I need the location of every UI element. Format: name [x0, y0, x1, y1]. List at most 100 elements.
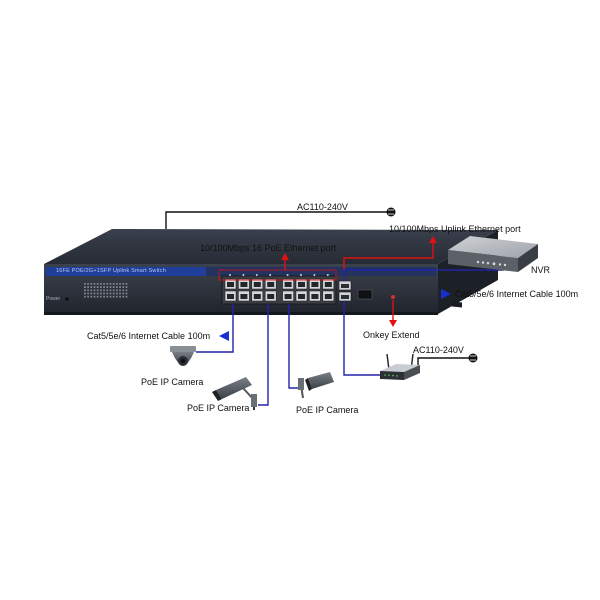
vent-hole: [103, 286, 105, 288]
vent-hole: [122, 286, 125, 288]
dome-camera: [170, 346, 196, 366]
vent-hole: [100, 289, 102, 292]
rj45-port-socket: [284, 294, 292, 299]
vent-hole: [96, 286, 99, 288]
vent-hole: [122, 295, 125, 298]
camera-bullet-2-label: PoE IP Camera: [296, 405, 359, 415]
vent-hole: [103, 292, 105, 295]
switch-panel-strip: [46, 267, 206, 276]
vent-hole: [93, 289, 96, 292]
vent-hole: [93, 286, 96, 288]
vent-hole: [109, 295, 112, 298]
vent-hole: [122, 283, 125, 285]
power-plug-icon: [386, 207, 396, 217]
vent-hole: [106, 295, 109, 298]
camera-bullet-1-label: PoE IP Camera: [187, 403, 250, 413]
cable-right-arrow-icon: [441, 289, 451, 299]
rj45-port-socket: [324, 294, 332, 299]
vent-hole: [84, 295, 86, 298]
vent-hole: [116, 292, 118, 295]
rj45-port-socket: [253, 294, 261, 299]
rj45-port-socket: [227, 282, 234, 287]
rj45-port-socket: [311, 282, 319, 287]
vent-hole: [93, 283, 96, 285]
onkey-label: Onkey Extend: [363, 330, 420, 340]
vent-hole: [116, 283, 118, 285]
vent-hole: [87, 289, 89, 292]
vent-hole: [84, 289, 86, 292]
rj45-ports: [224, 278, 335, 302]
port-leds: [229, 274, 329, 276]
vent-hole: [90, 289, 93, 292]
router-cable: [343, 301, 380, 376]
nvr-device: [448, 236, 538, 308]
rj45-port-socket: [324, 282, 332, 287]
vent-hole: [87, 295, 89, 298]
vent-hole: [84, 292, 86, 295]
vent-hole: [119, 295, 121, 298]
port-led: [255, 274, 258, 276]
poe-ports-highlight: [218, 269, 337, 281]
vent-hole: [119, 292, 121, 295]
vent-hole: [106, 292, 109, 295]
vent-hole: [109, 283, 112, 285]
vent-hole: [100, 286, 102, 288]
vent-hole: [90, 295, 93, 298]
ac-router-label: AC110-240V: [413, 345, 464, 355]
port-led: [269, 274, 272, 276]
uplink-port-label: 10/100Mbps Uplink Ethernet port: [389, 224, 521, 234]
vent-hole: [93, 292, 96, 295]
vent-hole: [106, 286, 109, 288]
sfp-slot: [357, 289, 373, 300]
vent-hole: [96, 295, 99, 298]
vent-hole: [84, 283, 86, 285]
nvr-buttons: [476, 260, 507, 267]
bullet-camera-1-cable: [258, 304, 269, 406]
ac-top-label: AC110-240V: [297, 202, 348, 212]
vent-hole: [100, 295, 102, 298]
vent-hole: [116, 295, 118, 298]
vent-hole: [122, 289, 125, 292]
wireless-router: [380, 353, 420, 380]
rj45-port-socket: [267, 282, 275, 287]
bullet-camera-2-cable: [288, 304, 299, 389]
nvr-label: NVR: [531, 265, 551, 275]
ac-power-cable: [165, 211, 388, 229]
port-led: [326, 274, 329, 276]
rj45-port-socket: [253, 282, 261, 287]
port-led: [300, 274, 302, 276]
vent-hole: [96, 289, 99, 292]
rj45-port-socket: [240, 294, 248, 299]
rj45-port-socket: [284, 282, 292, 287]
port-led: [242, 274, 245, 276]
vent-hole: [112, 289, 115, 292]
vent-hole: [125, 286, 128, 288]
vent-hole: [125, 289, 128, 292]
vent-hole: [103, 289, 105, 292]
rj45-port-socket: [267, 294, 275, 299]
onkey-button: [391, 295, 395, 299]
vent-hole: [112, 283, 115, 285]
vent-hole: [87, 283, 89, 285]
rj45-port-socket: [240, 282, 248, 287]
cable-left-label: Cat5/5e/6 Internet Cable 100m: [87, 331, 211, 341]
vent-hole: [93, 295, 96, 298]
rj45-port-socket: [311, 294, 319, 299]
vent-hole: [109, 292, 112, 295]
port-led: [229, 274, 231, 276]
vent-hole: [90, 286, 93, 288]
vent-grid: [84, 283, 128, 298]
vent-hole: [87, 292, 89, 295]
vent-hole: [96, 292, 99, 295]
vent-hole: [109, 286, 112, 288]
vent-hole: [90, 283, 93, 285]
power-led: [65, 297, 69, 301]
cable-left-arrow-icon: [219, 331, 229, 341]
vent-hole: [106, 283, 109, 285]
vent-hole: [90, 292, 93, 295]
vent-hole: [84, 286, 86, 288]
vent-hole: [119, 289, 121, 292]
vent-hole: [116, 286, 118, 288]
bullet-camera-2: [298, 372, 334, 399]
